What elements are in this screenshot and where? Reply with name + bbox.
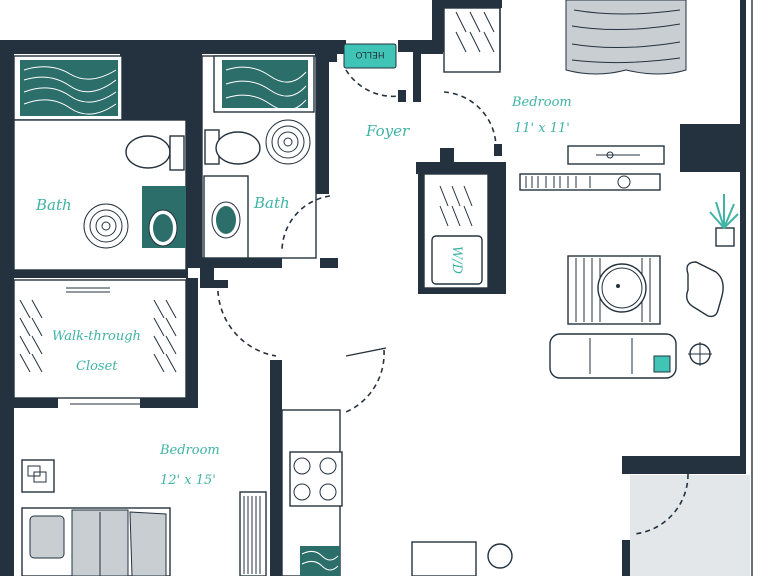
washer-dryer-closet: W/D [423, 173, 489, 289]
hallway [214, 280, 387, 413]
bedroom-bottom-size: 12' x 15' [160, 473, 216, 488]
balcony-area [630, 475, 750, 576]
bath-right-label: Bath [253, 194, 290, 212]
bed-top [565, 0, 687, 75]
closet-label-2: Closet [76, 359, 118, 374]
doormat-text: HELLO [355, 49, 384, 59]
walk-through-closet: Walk-through Closet [13, 279, 187, 405]
closet-label-1: Walk-through [52, 329, 141, 344]
doormat [343, 43, 397, 69]
bedroom-top: Bedroom 11' x 11' [443, 0, 753, 576]
sofa [549, 333, 677, 379]
foyer-label: Foyer [365, 122, 410, 140]
bedroom-bottom: Bedroom 12' x 15' [21, 443, 220, 576]
bedroom-top-size: 11' x 11' [514, 121, 570, 136]
kitchen [239, 409, 513, 576]
right-bath: Bath [201, 55, 331, 259]
bedroom-bottom-label: Bedroom [159, 443, 220, 458]
bedroom-top-label: Bedroom [511, 95, 572, 110]
foyer: HELLO Foyer [343, 43, 410, 140]
walls [0, 0, 746, 576]
bath-left-label: Bath [35, 196, 72, 214]
left-bath: Bath [13, 55, 187, 271]
washer-dryer-label: W/D [449, 246, 464, 275]
living-room [519, 173, 739, 535]
